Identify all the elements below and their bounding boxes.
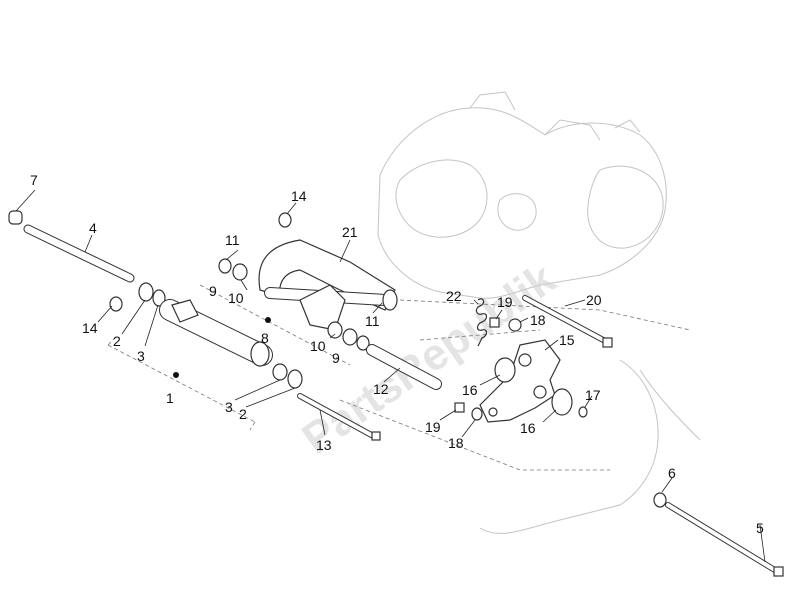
callout-3b: 3 [225, 399, 233, 415]
part-18-washer-upper [508, 318, 522, 332]
callout-13: 13 [316, 437, 332, 453]
callout-18: 18 [530, 312, 546, 328]
callout-10b: 10 [310, 338, 326, 354]
part-10-bush-lower [327, 321, 343, 339]
part-13-bolt [297, 393, 381, 441]
part-4-shaft [23, 224, 135, 283]
part-15-bracket [479, 339, 561, 423]
part-22-spring [475, 298, 488, 347]
callout-5: 5 [756, 520, 764, 536]
callout-11: 11 [225, 232, 240, 248]
callout-22: 22 [446, 288, 462, 304]
callout-1: 1 [166, 390, 174, 406]
callout-15: 15 [559, 332, 575, 348]
part-5-long-bolt [665, 502, 784, 577]
callout-2b: 2 [239, 406, 247, 422]
callout-14b: 14 [291, 188, 307, 204]
part-10-bush-upper [232, 263, 248, 281]
part-9-bush-lower [342, 328, 370, 351]
callout-18b: 18 [448, 435, 464, 451]
callout-2: 2 [113, 333, 121, 349]
callout-11b: 11 [365, 313, 380, 329]
assembly-guides [107, 284, 691, 471]
callout-20: 20 [586, 292, 602, 308]
callout-9: 9 [209, 283, 217, 299]
callout-4: 4 [89, 220, 97, 236]
part-12-pin [366, 344, 442, 390]
callout-6: 6 [668, 465, 676, 481]
callout-17: 17 [585, 387, 601, 403]
callout-8: 8 [261, 330, 269, 346]
callout-labels: 7 4 14 2 3 1 3 2 14 11 10 9 21 8 11 10 9… [30, 172, 764, 536]
part-16-bush-left [494, 357, 516, 383]
callout-12: 12 [373, 381, 389, 397]
part-3-bush-right [272, 363, 288, 381]
part-14-washer-top [278, 212, 292, 228]
callout-16: 16 [462, 382, 478, 398]
callout-19b: 19 [425, 419, 441, 435]
engine-ghost-outline [377, 91, 701, 534]
part-18-washer-lower [471, 407, 483, 421]
part-19-bolt-lower [454, 402, 465, 413]
callout-9b: 9 [332, 350, 340, 366]
callout-21: 21 [342, 224, 358, 240]
part-1-swing-arm [159, 299, 273, 378]
callout-19: 19 [497, 294, 513, 310]
callout-16b: 16 [520, 420, 536, 436]
leader-lines [15, 189, 766, 563]
callout-3: 3 [137, 348, 145, 364]
part-17-ring [578, 406, 588, 418]
part-6-washer [653, 492, 667, 508]
part-14-washer-left [109, 296, 123, 312]
part-2-bush-right [287, 369, 303, 389]
part-20-bolt [522, 295, 613, 348]
part-16-bush-right [551, 388, 573, 416]
part-3-bush-left [152, 289, 166, 307]
callout-7: 7 [30, 172, 38, 188]
callout-14: 14 [82, 320, 98, 336]
part-7-nut [8, 210, 23, 225]
callout-10: 10 [228, 290, 244, 306]
part-21-link-frame [258, 239, 398, 331]
part-11-bush-upper [218, 258, 232, 274]
part-19-bolt-upper [489, 317, 500, 328]
part-2-bush-left [138, 282, 154, 302]
